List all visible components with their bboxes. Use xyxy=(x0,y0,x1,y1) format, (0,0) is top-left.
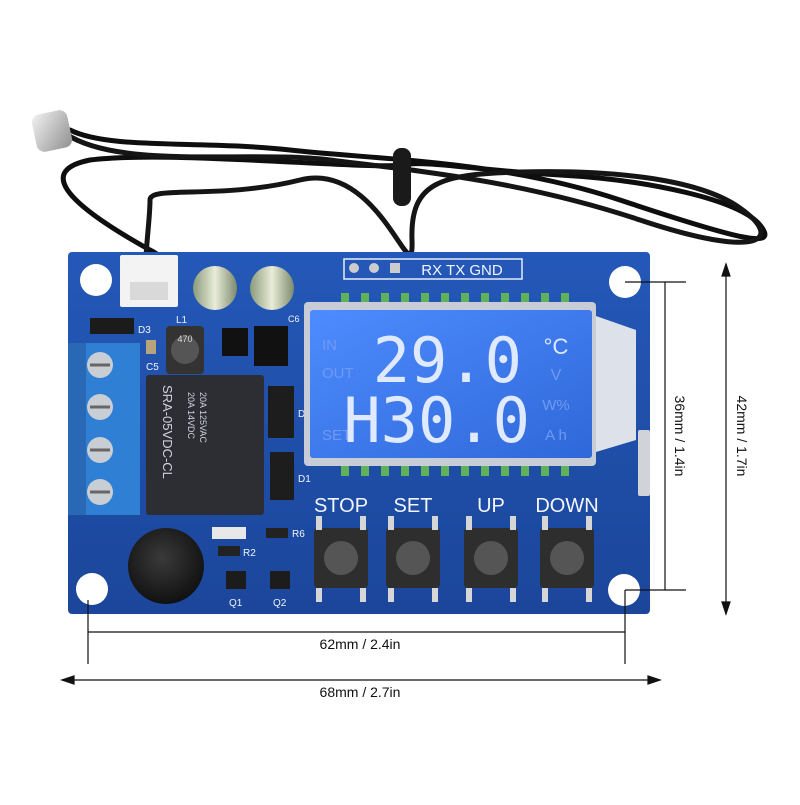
transistor-q2 xyxy=(270,571,290,589)
button-label-down: DOWN xyxy=(535,495,598,517)
diode-d3 xyxy=(90,318,134,334)
temperature-probe xyxy=(31,110,768,285)
label-c5: C5 xyxy=(146,362,159,373)
transistor-q1 xyxy=(226,571,246,589)
lcd-bottom-value: H30.0 xyxy=(343,384,530,457)
lcd-right-label: A h xyxy=(545,427,567,444)
label-l1: L1 xyxy=(176,315,188,326)
label-q1: Q1 xyxy=(229,598,243,609)
button-label-set: SET xyxy=(394,495,433,517)
lcd-right-label: W% xyxy=(542,397,570,414)
lcd-side-label: IN xyxy=(322,337,337,354)
label-q2: Q2 xyxy=(273,598,287,609)
inductor-value: 470 xyxy=(177,334,192,344)
up-button[interactable] xyxy=(464,516,518,602)
ic-chip xyxy=(222,328,248,356)
lcd-top-unit: °C xyxy=(544,334,569,359)
lcd-screen xyxy=(310,310,592,458)
relay-rating-2: 20A 125VAC xyxy=(198,392,208,443)
lcd-side-label: OUT xyxy=(322,365,354,382)
outer-width-label: 68mm / 2.7in xyxy=(319,684,401,700)
stop-button[interactable] xyxy=(314,516,368,602)
label-d1: D1 xyxy=(298,474,311,485)
lcd-top-value: 29.0 xyxy=(373,324,522,397)
down-button[interactable] xyxy=(540,516,594,602)
uart-pad xyxy=(369,263,379,273)
label-d3: D3 xyxy=(138,325,151,336)
relay xyxy=(146,375,264,515)
led xyxy=(212,527,246,539)
mounting-hole xyxy=(80,264,112,296)
diode-d1 xyxy=(270,452,294,500)
mounting-hole xyxy=(76,573,108,605)
ic-chip xyxy=(254,326,288,366)
inner-width-label: 62mm / 2.4in xyxy=(319,636,401,652)
outer-height-label: 42mm / 1.7in xyxy=(734,395,750,477)
capacitor xyxy=(250,266,294,310)
uart-pad xyxy=(390,263,400,273)
lcd-pins xyxy=(341,293,569,476)
label-r6: R6 xyxy=(292,529,305,540)
buzzer xyxy=(128,528,204,604)
uart-pad xyxy=(349,263,359,273)
diode-d2 xyxy=(268,386,294,438)
button-label-stop: STOP xyxy=(314,495,368,517)
button-label-up: UP xyxy=(477,495,505,517)
dimension-lines xyxy=(60,262,731,685)
capacitor xyxy=(193,266,237,310)
mounting-hole xyxy=(608,574,640,606)
side-connector xyxy=(638,430,650,496)
inner-height-label: 36mm / 1.4in xyxy=(672,395,688,477)
uart-label: RX TX GND xyxy=(421,262,503,279)
set-button[interactable] xyxy=(386,516,440,602)
lcd-side-label: SET xyxy=(322,427,351,444)
pcb-board: RX TX GND D3 C5 L1 470 C6 SRA-05VDC-CL 2… xyxy=(68,252,650,614)
relay-model: SRA-05VDC-CL xyxy=(160,385,175,479)
label-r2: R2 xyxy=(243,548,256,559)
label-c6: C6 xyxy=(288,314,300,324)
lcd-right-label: V xyxy=(551,367,562,384)
relay-rating-1: 20A 14VDC xyxy=(186,392,196,440)
